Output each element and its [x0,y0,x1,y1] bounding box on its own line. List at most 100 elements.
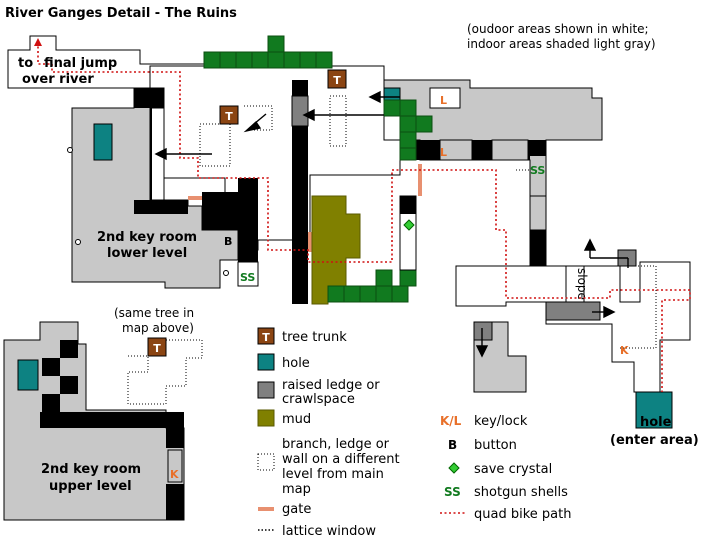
wall-line [150,108,152,200]
tree-trunk-label: T [333,74,341,87]
key-room-upper-label-1: 2nd key room [41,462,141,477]
note-line-1: (oudoor areas shown in white; [467,22,649,36]
lock-marker: L [440,94,447,107]
tree-trunk-label: T [153,342,161,355]
legend-branch-label-4: map [282,482,311,497]
tree-trunk-label: T [225,110,233,123]
key-marker: K [620,344,629,357]
wall-block [166,484,184,520]
vegetation-tile [375,285,393,303]
east-building-cell [439,139,473,161]
note-line-2: indoor areas shaded light gray) [467,37,656,51]
map-title: River Ganges Detail - The Ruins [5,6,237,21]
final-jump-line-1: final jump [44,56,117,71]
wall-block [42,394,60,412]
wall-block [400,196,416,214]
shells-marker: SS [530,164,545,177]
vegetation-tile [359,285,377,303]
legend-key-lock-symbol: K/L [440,414,462,428]
vegetation-tile [415,115,433,133]
legend-gate-swatch [258,507,274,511]
legend-hole-swatch [257,353,275,371]
central-wall [292,80,308,304]
wall-ring [223,270,229,276]
branch-outline [244,105,273,131]
vegetation-tile [399,115,417,133]
legend-raised-ledge-swatch [257,381,275,399]
legend-gate-label: gate [282,502,311,517]
quad-path-arrow [34,38,42,46]
legend-save-icon [448,462,460,474]
shells-marker: SS [240,271,255,284]
vegetation-tile [315,51,333,69]
raised-ledge-marker [473,321,493,341]
gate-marker [308,232,312,252]
vegetation-tile [399,99,417,117]
vegetation-tile [391,285,409,303]
branch-outline [620,265,657,349]
legend: T tree trunk hole raised ledge or crawls… [257,327,571,539]
legend-button-symbol: B [448,438,457,452]
legend-lattice-label: lattice window [282,524,376,539]
wall-block [60,376,78,394]
vegetation-tile [399,147,417,161]
key-marker: K [170,468,179,481]
east-building-cell [491,139,529,161]
legend-branch-label-3: level from main [282,467,384,482]
raised-ledge-marker [291,95,309,127]
button-marker: B [224,235,232,248]
vegetation-tile [399,269,417,287]
hole-marker [93,123,113,161]
vegetation-tile [327,285,345,303]
legend-key-lock-label: key/lock [474,414,528,429]
vegetation-tile [203,51,221,69]
mud-area [311,195,361,305]
vegetation-tile [267,35,285,53]
wall-block [40,412,180,428]
branch-outline [516,169,531,266]
branch-outline [127,340,203,405]
wall-block [60,340,78,358]
final-jump-line-2: over river [22,72,94,87]
gate-marker [418,164,422,196]
same-tree-label-2: map above) [122,321,194,335]
legend-mud-swatch [257,409,275,427]
legend-raised-ledge-label: raised ledge or [282,378,380,393]
key-room-lower-label-2: lower level [107,246,187,261]
branch-outline [329,95,347,147]
east-courtyard [455,261,691,393]
vegetation-tile [251,51,269,69]
legend-button-label: button [474,438,517,453]
wall-block [134,88,164,108]
legend-quad-label: quad bike path [474,507,571,522]
legend-hole-label: hole [282,356,310,371]
wall-block [238,178,258,262]
key-room-lower-label-1: 2nd key room [97,230,197,245]
branch-outline [166,339,203,358]
hole-label: hole [640,415,672,430]
inset-wall-cell [167,449,183,483]
legend-raised-ledge-label-2: crawlspace [282,392,355,407]
save-crystal-marker [403,219,415,231]
same-tree-label-1: (same tree in [114,306,194,320]
vegetation-tile [399,131,417,149]
legend-mud-label: mud [282,412,311,427]
wall-block [530,230,546,266]
legend-tree-trunk-symbol: T [262,331,270,344]
east-building [383,79,603,267]
vegetation-tile [343,285,361,303]
legend-shells-label: shotgun shells [474,485,568,500]
tree-trunk-icon [219,105,239,125]
vegetation-tile [283,51,301,69]
legend-save-label: save crystal [474,462,552,477]
wall-block [202,192,238,230]
wall-ring [75,239,81,245]
vegetation-tile [267,51,285,69]
wall-block [134,200,188,214]
tree-trunk-icon [327,69,347,89]
entrance-hole [635,391,673,429]
hole-marker [17,359,39,391]
wall-block [166,412,184,448]
branch-outline [199,123,231,167]
